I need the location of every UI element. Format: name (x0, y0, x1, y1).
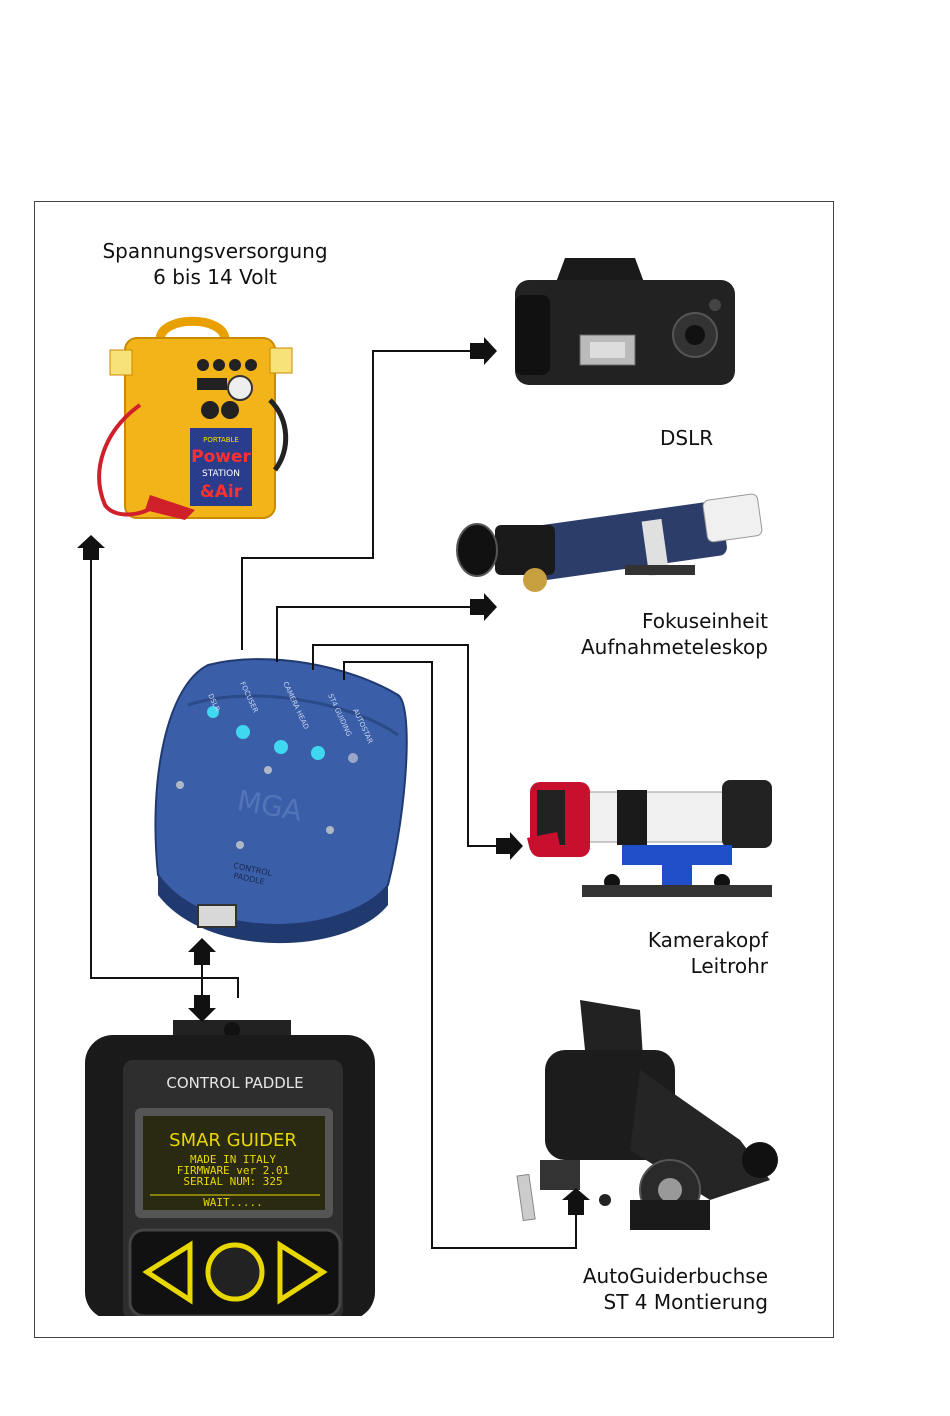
arrow-dslr (470, 337, 497, 365)
wire-focuser (277, 607, 470, 662)
arrow-autoguider (562, 1188, 590, 1215)
wire-autoguider (344, 662, 576, 1248)
arrow-power (77, 535, 105, 560)
arrow-camera-head (496, 832, 523, 860)
wire-camera-head (313, 645, 496, 846)
arrow-paddle-down (188, 995, 216, 1022)
wire-power (91, 545, 238, 998)
wire-dslr (242, 351, 470, 650)
arrow-focuser (470, 593, 497, 621)
arrow-mga-up (188, 938, 216, 965)
